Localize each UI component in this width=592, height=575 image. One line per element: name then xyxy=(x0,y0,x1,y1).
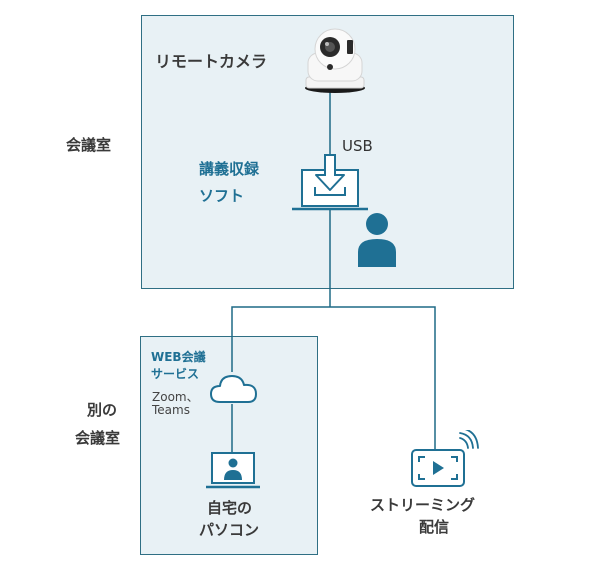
camera-icon xyxy=(305,28,365,93)
download-laptop-icon xyxy=(292,154,368,211)
other-room-label-line2: 会議室 xyxy=(75,429,121,447)
software-label-line1: 講義収録 xyxy=(199,160,260,178)
person-icon xyxy=(358,213,396,267)
pc-label-line2: パソコン xyxy=(199,521,260,539)
wireless-signal-icon xyxy=(459,430,479,449)
streaming-screen-icon xyxy=(411,449,465,487)
other-room-box xyxy=(140,336,318,555)
cloud-icon xyxy=(210,375,257,403)
other-room-label-line1: 別の xyxy=(87,401,118,419)
web-service-label-line1: WEB会議 xyxy=(151,350,206,364)
software-label-line2: ソフト xyxy=(199,187,245,205)
streaming-label-line2: 配信 xyxy=(419,518,450,536)
services-label-line2: Teams xyxy=(152,403,190,417)
camera-label: リモートカメラ xyxy=(155,52,268,71)
pc-label-line1: 自宅の xyxy=(207,499,253,517)
pc-user-icon xyxy=(206,452,260,489)
usb-label: USB xyxy=(342,137,373,155)
services-label-line1: Zoom、 xyxy=(152,390,199,404)
meeting-room-label: 会議室 xyxy=(66,136,112,154)
streaming-label-line1: ストリーミング xyxy=(370,496,476,514)
web-service-label-line2: サービス xyxy=(151,367,200,381)
